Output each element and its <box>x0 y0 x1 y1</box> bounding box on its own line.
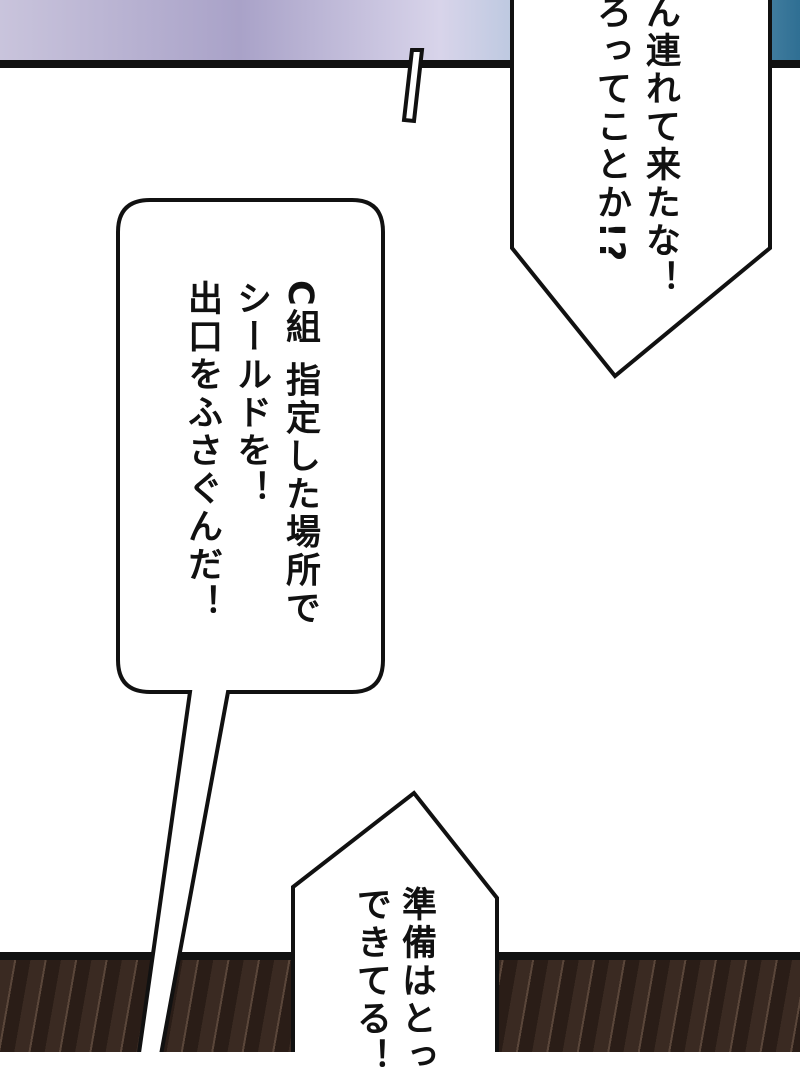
top-right-bubble <box>510 0 772 379</box>
bottom-bubble-line-2: できてる！ <box>351 886 391 1076</box>
bottom-bubble <box>291 790 499 1052</box>
speech-bubbles <box>116 0 772 1052</box>
center-bubble-line-2: シールドを！ <box>231 280 271 508</box>
top-bubble-line-2: ろってことか!? <box>591 0 631 265</box>
center-bubble-line-3: 出口をふさぐんだ！ <box>182 280 222 622</box>
top-bubble-line-1: ん連れて来たな！ <box>640 0 680 298</box>
small-tail-stroke <box>401 48 425 124</box>
center-bubble-line-1: C組 指定した場所で <box>280 280 320 628</box>
bottom-bubble-line-1: 準備はとっ <box>396 886 436 1076</box>
center-bubble <box>116 198 385 1052</box>
